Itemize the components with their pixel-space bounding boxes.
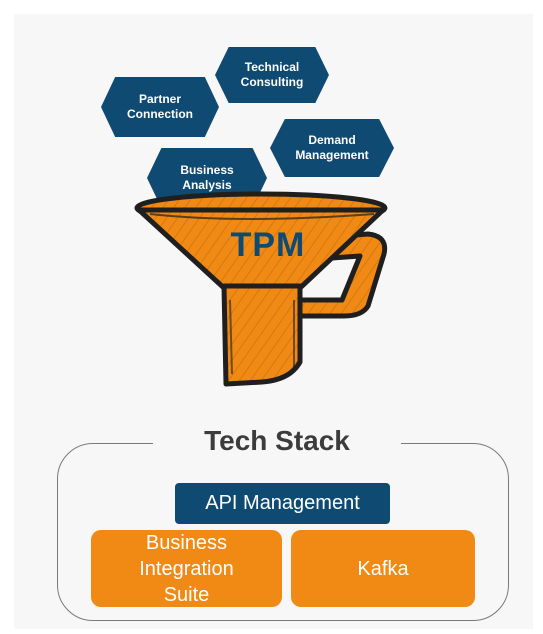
hex-partner-connection-line2: Connection <box>127 107 193 121</box>
hex-technical-consulting-line2: Consulting <box>240 75 304 89</box>
bis-line2: Integration <box>139 557 234 580</box>
business-integration-suite-box: Business Integration Suite <box>91 530 282 607</box>
kafka-box: Kafka <box>291 530 475 607</box>
hex-demand-management: Demand Management <box>270 119 394 177</box>
hex-partner-connection: Partner Connection <box>101 77 219 137</box>
hex-partner-connection-line1: Partner <box>138 92 182 106</box>
hex-demand-management-line2: Management <box>295 148 369 162</box>
hex-demand-management-line1: Demand <box>308 133 356 147</box>
hex-business-analysis-line2: Analysis <box>182 178 232 192</box>
funnel-stem <box>221 283 303 387</box>
hex-technical-consulting: Technical Consulting <box>215 47 329 103</box>
hex-business-analysis-line1: Business <box>180 163 234 177</box>
bis-line1: Business <box>145 531 228 554</box>
tech-stack-title: Tech Stack <box>153 421 401 461</box>
hex-technical-consulting-line1: Technical <box>244 60 300 74</box>
funnel-label: TPM <box>230 226 306 264</box>
bis-line3: Suite <box>163 583 210 606</box>
api-management-box: API Management <box>175 483 390 524</box>
